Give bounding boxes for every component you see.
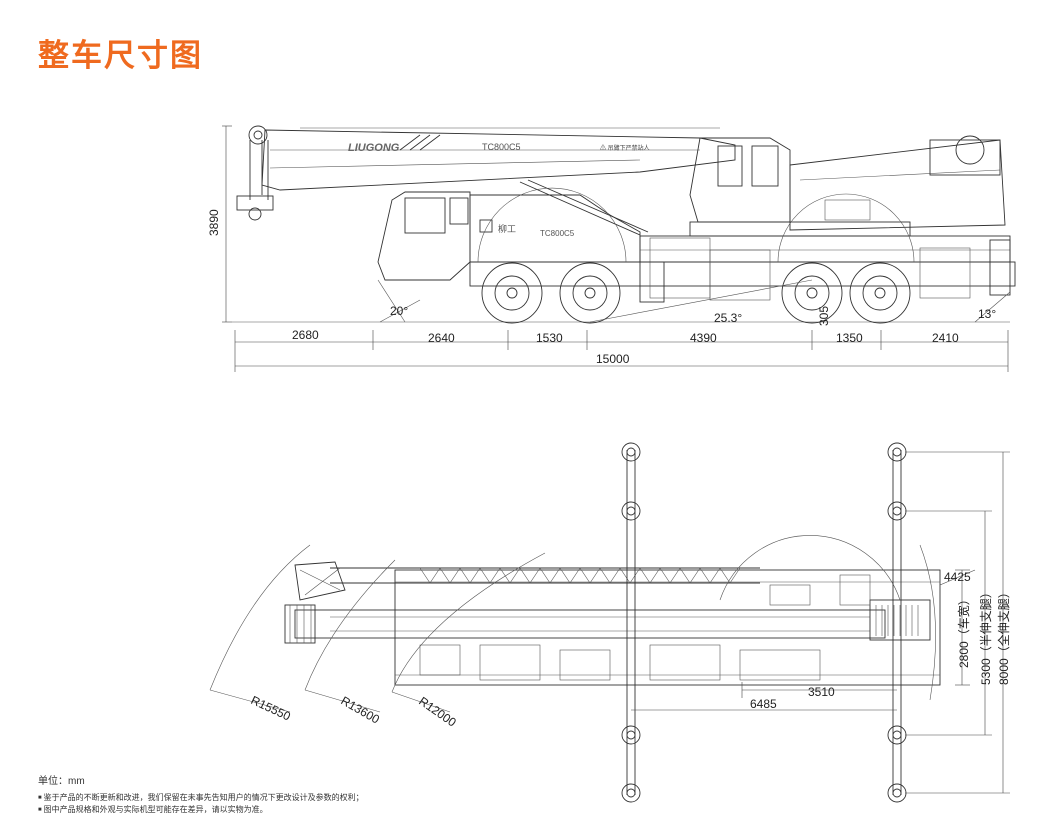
top-view-crane: R15550 R13600 R12000 — [209, 442, 941, 803]
segment-dim-5: 1350 — [836, 331, 863, 345]
height-dim-text: 3890 — [207, 209, 221, 236]
radius-15550-text: R15550 — [249, 693, 293, 724]
boom-warning-text: ⚠ 吊臂下严禁站人 — [600, 144, 650, 152]
footer-notes: 鉴于产品的不断更新和改进，我们保留在未事先告知用户的情况下更改设计及参数的权利；… — [38, 792, 364, 816]
outriggers — [621, 442, 907, 803]
segment-dim-6: 2410 — [932, 331, 959, 345]
top-view-dimensions: 4425 3510 6485 2800（车宽） 5300（半伸支腿） 8000（… — [631, 451, 1011, 794]
radius-13600-text: R13600 — [339, 693, 383, 726]
width-half-text: 5300（半伸支腿） — [979, 586, 993, 685]
footer-note-2: 图中产品规格和外观与实际机型可能存在差异，请以实物为准。 — [38, 804, 364, 816]
lattice-jib — [294, 561, 760, 601]
dim-4425-text: 4425 — [944, 570, 971, 584]
wheels — [481, 262, 911, 324]
clearance-text: 305 — [817, 306, 831, 326]
dim-3510-text: 3510 — [808, 685, 835, 699]
total-length-text: 15000 — [596, 352, 630, 366]
side-view-dimensions: 3890 2680 2640 1530 4390 1350 2410 15000 — [207, 125, 1009, 372]
side-view-crane: LIUGONG TC800C5 ⚠ 吊臂下严禁站人 柳工 — [232, 125, 1016, 326]
radius-12000-text: R12000 — [416, 694, 459, 730]
segment-dim-1: 2680 — [292, 328, 319, 342]
approach-angle-text: 20° — [390, 304, 408, 318]
dim-6485-text: 6485 — [750, 697, 777, 711]
footer-note-1: 鉴于产品的不断更新和改进，我们保留在未事先告知用户的情况下更改设计及参数的权利； — [38, 792, 364, 804]
ramp-angle-text: 25.3° — [714, 311, 742, 325]
boom-model-text: TC800C5 — [482, 142, 521, 152]
segment-dim-4: 4390 — [690, 331, 717, 345]
width-vehicle-text: 2800（车宽） — [956, 593, 971, 668]
boom-brand-text: LIUGONG — [348, 142, 400, 154]
unit-label: 单位：mm — [38, 776, 85, 787]
segment-dim-3: 1530 — [536, 331, 563, 345]
cab-logo-text: 柳工 — [498, 223, 516, 234]
page-title: 整车尺寸图 — [38, 38, 203, 74]
width-full-text: 8000（全伸支腿） — [996, 586, 1011, 685]
departure-angle-text: 13° — [978, 307, 996, 321]
cab-model-text: TC800C5 — [540, 229, 575, 238]
segment-dim-2: 2640 — [428, 331, 455, 345]
